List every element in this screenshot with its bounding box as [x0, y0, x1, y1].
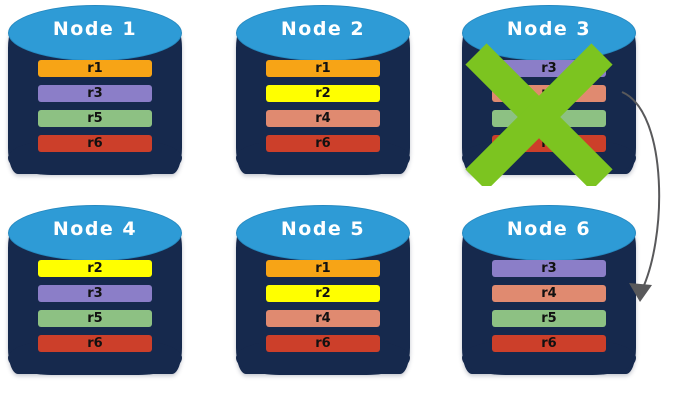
replica-bar[interactable]: r4 — [492, 85, 606, 102]
cylinder-top — [462, 5, 636, 61]
node-4[interactable]: Node 4 r2 r3 r5 r6 — [0, 200, 190, 386]
replica-bar[interactable]: r4 — [266, 110, 380, 127]
cylinder-top — [8, 5, 182, 61]
replica-stack: r2 r3 r5 r6 — [38, 260, 152, 352]
node-1[interactable]: Node 1 r1 r3 r5 r6 — [0, 0, 190, 186]
replica-bar[interactable]: r1 — [38, 60, 152, 77]
replica-bar[interactable]: r5 — [38, 310, 152, 327]
replica-bar[interactable]: r1 — [266, 260, 380, 277]
replica-stack: r1 r2 r4 r6 — [266, 60, 380, 152]
replica-bar[interactable]: r5 — [492, 110, 606, 127]
replica-bar[interactable]: r4 — [266, 310, 380, 327]
replica-bar[interactable]: r3 — [38, 85, 152, 102]
replica-bar[interactable]: r2 — [266, 285, 380, 302]
replica-bar[interactable]: r6 — [492, 335, 606, 352]
node-6[interactable]: Node 6 r3 r4 r5 r6 — [454, 200, 644, 386]
replica-bar[interactable]: r5 — [38, 110, 152, 127]
cylinder-top — [236, 205, 410, 261]
replica-bar[interactable]: r6 — [266, 135, 380, 152]
replica-bar[interactable]: r5 — [492, 310, 606, 327]
node-5[interactable]: Node 5 r1 r2 r4 r6 — [228, 200, 418, 386]
replica-stack: r3 r4 r5 r6 — [492, 260, 606, 352]
replica-stack: r1 r3 r5 r6 — [38, 60, 152, 152]
cylinder-top — [8, 205, 182, 261]
replica-stack: r1 r2 r4 r6 — [266, 260, 380, 352]
replica-bar[interactable]: r4 — [492, 285, 606, 302]
replica-bar[interactable]: r6 — [492, 135, 606, 152]
replica-bar[interactable]: r2 — [38, 260, 152, 277]
replica-bar[interactable]: r3 — [492, 60, 606, 77]
replica-bar[interactable]: r1 — [266, 60, 380, 77]
cylinder-top — [462, 205, 636, 261]
node-2[interactable]: Node 2 r1 r2 r4 r6 — [228, 0, 418, 186]
replica-bar[interactable]: r6 — [38, 335, 152, 352]
replica-bar[interactable]: r2 — [266, 85, 380, 102]
replica-bar[interactable]: r6 — [38, 135, 152, 152]
replica-bar[interactable]: r3 — [38, 285, 152, 302]
cylinder-top — [236, 5, 410, 61]
replica-bar[interactable]: r3 — [492, 260, 606, 277]
replica-stack: r3 r4 r5 r6 — [492, 60, 606, 152]
node-3[interactable]: Node 3 r3 r4 r5 r6 — [454, 0, 644, 186]
replica-bar[interactable]: r6 — [266, 335, 380, 352]
